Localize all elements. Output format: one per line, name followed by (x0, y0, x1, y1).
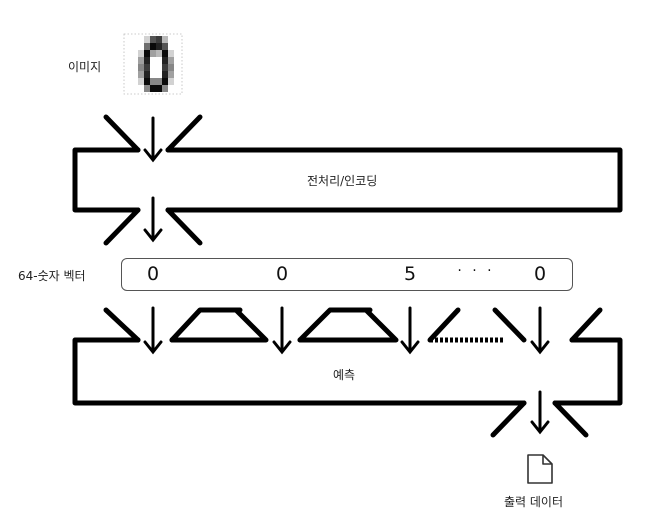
digit-pixel (144, 78, 150, 85)
vector-label: 64-숫자 벡터 (18, 269, 86, 283)
digit-pixel (144, 71, 150, 78)
image-frame (123, 33, 183, 95)
predict-arrows (143, 306, 550, 435)
predict-block (72, 307, 623, 438)
digit-pixel (138, 57, 144, 64)
digit-pixel (162, 43, 168, 50)
digit-pixel (156, 85, 162, 92)
digit-pixel (162, 78, 168, 85)
output-label: 출력 데이터 (504, 495, 564, 509)
preprocess-label: 전처리/인코딩 (307, 174, 378, 188)
digit-pixel (156, 50, 162, 57)
vector-value: 0 (146, 263, 160, 285)
digit-pixel (168, 50, 174, 57)
vector-value: 0 (275, 263, 289, 285)
digit-pixel (150, 36, 156, 43)
vector-box (121, 258, 573, 291)
vector-value: 5 (403, 263, 417, 285)
digit-pixel (162, 71, 168, 78)
digit-pixel (162, 36, 168, 43)
digit-pixel (138, 78, 144, 85)
digit-pixel (162, 57, 168, 64)
digit-pixel (168, 71, 174, 78)
digit-pixel (162, 85, 168, 92)
image-label: 이미지 (68, 60, 102, 74)
digit-pixel (144, 50, 150, 57)
digit-pixel (150, 78, 156, 85)
digit-pixel (156, 78, 162, 85)
digit-pixel (144, 43, 150, 50)
vector-value: 0 (533, 263, 547, 285)
digit-pixel (168, 64, 174, 71)
document-icon[interactable] (527, 454, 553, 484)
preprocess-arrows (143, 116, 163, 243)
digit-pixel (168, 57, 174, 64)
digit-pixel (138, 50, 144, 57)
digit-pixel (156, 36, 162, 43)
digit-pixel (150, 85, 156, 92)
digit-pixel (150, 43, 156, 50)
digit-pixel (150, 50, 156, 57)
digit-pixel (144, 85, 150, 92)
digit-pixel (144, 64, 150, 71)
vector-ellipsis: · · · (457, 263, 495, 279)
digit-pixel (144, 36, 150, 43)
digit-image (132, 36, 180, 92)
digit-pixel (138, 71, 144, 78)
digit-pixel (168, 78, 174, 85)
digit-pixel (162, 50, 168, 57)
preprocess-block (72, 114, 623, 246)
digit-pixel (156, 43, 162, 50)
digit-pixel (138, 64, 144, 71)
digit-pixel (162, 64, 168, 71)
predict-label: 예측 (333, 368, 356, 382)
digit-pixel (144, 57, 150, 64)
